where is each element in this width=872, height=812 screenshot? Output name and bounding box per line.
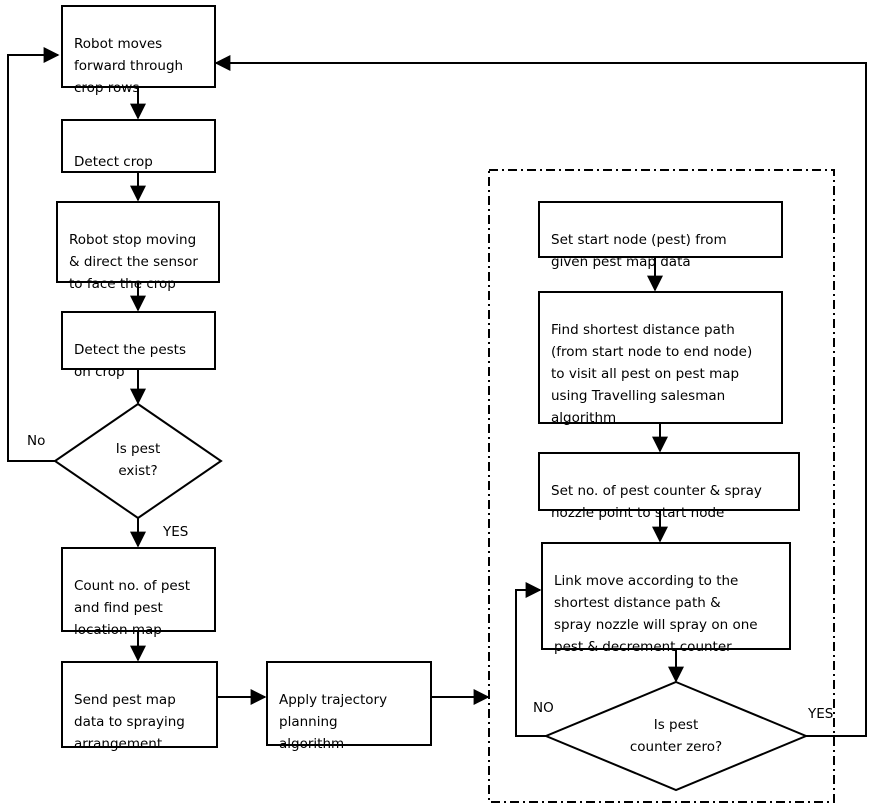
arrow-no-loop bbox=[7, 47, 60, 462]
label-no-right: NO bbox=[533, 700, 554, 716]
step-move-forward-text: Robot moves forward through crop rows bbox=[74, 36, 184, 96]
label-yes-left: YES bbox=[163, 524, 189, 540]
step-detect-crop: Detect crop bbox=[61, 119, 216, 173]
step-count-pest-text: Count no. of pest and find pest location… bbox=[74, 578, 191, 638]
step-apply-trajectory: Apply trajectory planning algorithm bbox=[266, 661, 432, 752]
is-counter-zero-diamond bbox=[543, 680, 809, 792]
step-detect-pests-text: Detect the pests on crop bbox=[74, 342, 186, 380]
label-no-left: No bbox=[27, 433, 46, 449]
step-set-start-node: Set start node (pest) from given pest ma… bbox=[538, 201, 783, 270]
step-count-pest: Count no. of pest and find pest location… bbox=[61, 547, 216, 638]
step-stop-direct-sensor-text: Robot stop moving & direct the sensor to… bbox=[69, 232, 198, 292]
step-apply-trajectory-text: Apply trajectory planning algorithm bbox=[279, 692, 388, 752]
step-find-shortest-path-text: Find shortest distance path (from start … bbox=[551, 322, 753, 426]
step-stop-direct-sensor: Robot stop moving & direct the sensor to… bbox=[56, 201, 220, 292]
step-link-move-text: Link move according to the shortest dist… bbox=[554, 573, 758, 655]
arrow-counter-yes-loop bbox=[214, 55, 867, 737]
step-set-counter-text: Set no. of pest counter & spray nozzle p… bbox=[551, 483, 762, 521]
step-find-shortest-path: Find shortest distance path (from start … bbox=[538, 291, 783, 426]
step-detect-pests: Detect the pests on crop bbox=[61, 311, 216, 380]
step-set-counter: Set no. of pest counter & spray nozzle p… bbox=[538, 452, 800, 521]
step-send-map-text: Send pest map data to spraying arrangeme… bbox=[74, 692, 185, 752]
step-send-map: Send pest map data to spraying arrangeme… bbox=[61, 661, 218, 752]
step-link-move: Link move according to the shortest dist… bbox=[541, 542, 791, 655]
arrow-counter-no-loop bbox=[515, 582, 546, 737]
step-set-start-node-text: Set start node (pest) from given pest ma… bbox=[551, 232, 727, 270]
decision-is-pest-exist-text: Is pest exist? bbox=[115, 441, 161, 479]
step-move-forward: Robot moves forward through crop rows bbox=[61, 5, 216, 96]
step-detect-crop-text: Detect crop bbox=[74, 154, 153, 170]
label-yes-right: YES bbox=[808, 706, 834, 722]
spraying-subprocess-frame bbox=[488, 169, 835, 803]
decision-is-counter-zero-text: Is pest counter zero? bbox=[629, 717, 723, 755]
